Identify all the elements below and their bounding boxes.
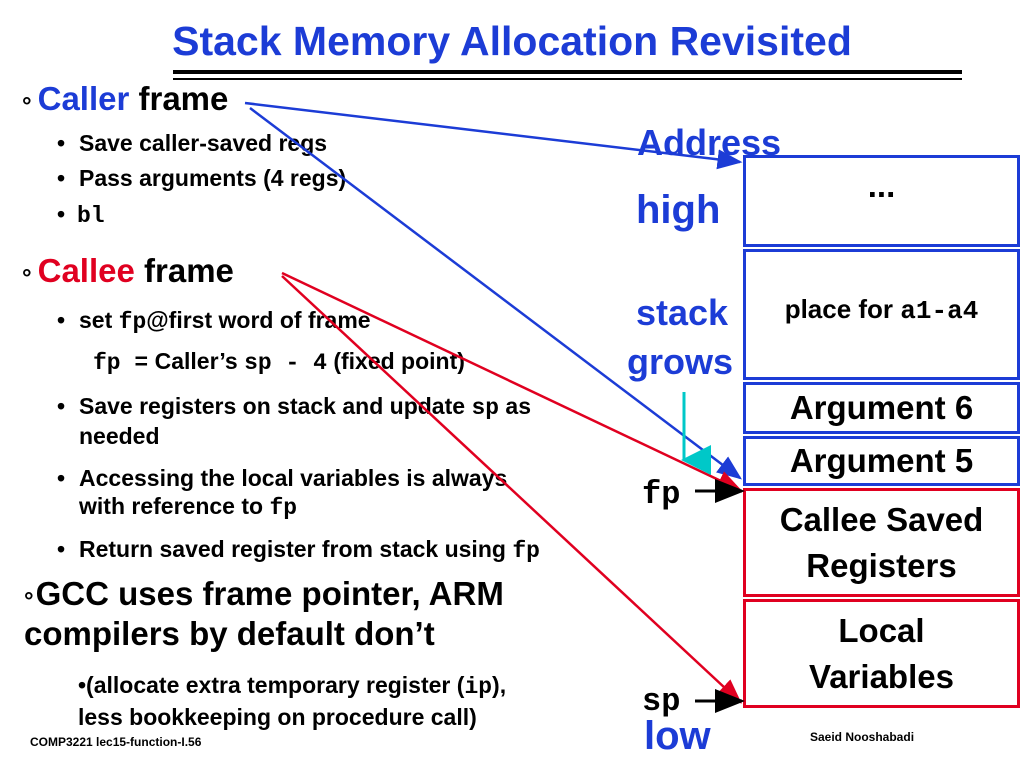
low-label: low	[644, 714, 711, 758]
footer-course: COMP3221 lec15-function-I.56	[30, 735, 202, 749]
callee-fixed-point: fp = Caller’s sp - 4 (fixed point)	[93, 348, 465, 376]
callee-heading: °Callee frame	[22, 252, 234, 292]
fp-pointer-label: fp	[642, 476, 681, 513]
gcc-subnote: •(allocate extra temporary register (ip)…	[78, 672, 507, 730]
stack-slot-arg6: Argument 6	[743, 382, 1020, 434]
frame-word: frame	[144, 252, 234, 289]
stack-slot-higher: ...	[743, 155, 1020, 247]
sp-pointer-label: sp	[642, 683, 681, 720]
callee-item-4: •Return saved register from stack using …	[57, 536, 540, 564]
caller-arrow-to-top	[244, 101, 743, 170]
callee-item-3: •Accessing the local variables is always…	[57, 465, 508, 521]
caller-word: Caller	[37, 80, 130, 117]
callee-arrow-to-bottom	[281, 275, 742, 704]
stack-slot-a1-a4: place for a1-a4	[743, 249, 1020, 380]
high-label: high	[636, 188, 721, 232]
footer-author: Saeid Nooshabadi	[810, 730, 915, 744]
callee-word: Callee	[37, 252, 135, 289]
stack-label: stack	[636, 292, 729, 333]
grows-label: grows	[627, 341, 734, 382]
bullet-degree: °	[22, 265, 32, 292]
stack-slot-arg5: Argument 5	[743, 436, 1020, 486]
title-rule-thick	[173, 70, 962, 74]
frame-word: frame	[138, 80, 229, 117]
bullet-degree: °	[22, 93, 32, 120]
caller-item-3: •bl	[57, 201, 105, 229]
caller-item-2: •Pass arguments (4 regs)	[57, 165, 347, 191]
caller-heading: °Caller frame	[22, 80, 229, 120]
callee-arrow-to-saved	[281, 271, 743, 492]
callee-item-2: •Save registers on stack and update sp a…	[57, 393, 532, 449]
title-rule-thin	[173, 78, 962, 80]
callee-item-1: •set fp@first word of frame	[57, 307, 371, 335]
slide-title: Stack Memory Allocation Revisited	[172, 18, 852, 64]
caller-arrow-to-arg5	[249, 107, 742, 480]
